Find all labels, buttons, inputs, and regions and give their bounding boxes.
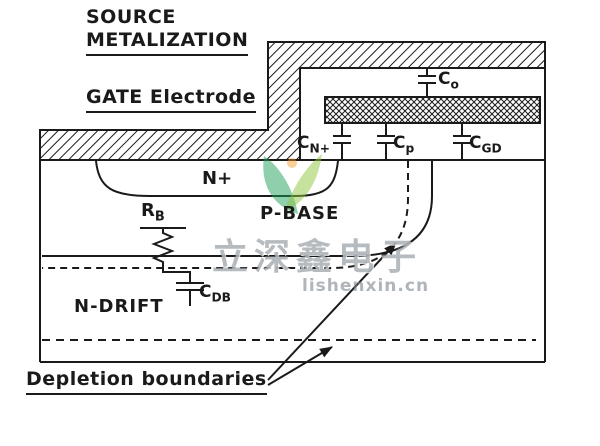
arrow-to-bottom-boundary bbox=[267, 346, 333, 386]
capacitor-cgd-symbol bbox=[453, 123, 471, 161]
cn-plus-label-base: C bbox=[297, 133, 310, 153]
source-label-line2: METALIZATION bbox=[86, 28, 249, 51]
depletion-boundaries-label: Depletion boundaries bbox=[26, 368, 267, 395]
co-label-base: C bbox=[438, 69, 451, 89]
cp-label: Cp bbox=[393, 133, 414, 156]
capacitor-cdb-symbol bbox=[176, 282, 204, 306]
resistor-rb-symbol bbox=[140, 227, 191, 283]
co-label-sub: o bbox=[450, 77, 459, 92]
cn-plus-label: CN+ bbox=[297, 133, 330, 156]
cp-label-sub: p bbox=[405, 141, 415, 156]
watermark-url-text: lishenxin.cn bbox=[302, 276, 430, 296]
co-label: Co bbox=[438, 69, 459, 92]
n-plus-junction-curve bbox=[95, 160, 339, 197]
silicon-body-outline bbox=[39, 68, 546, 363]
rb-label-base: R bbox=[141, 200, 155, 221]
cgd-label-base: C bbox=[469, 133, 482, 153]
cgd-label: CGD bbox=[469, 133, 502, 156]
cdb-label: CDB bbox=[199, 282, 231, 305]
cn-plus-label-sub: N+ bbox=[309, 141, 330, 156]
p-base-junction-curve bbox=[42, 161, 433, 257]
n-drift-region-label: N-DRIFT bbox=[74, 296, 164, 317]
cgd-label-sub: GD bbox=[481, 141, 502, 156]
n-plus-region-label: N+ bbox=[202, 168, 233, 189]
watermark-leaf-logo bbox=[263, 154, 322, 214]
source-label-line1: SOURCE bbox=[86, 6, 176, 28]
capacitor-cn-symbol bbox=[333, 123, 351, 161]
depletion-boundary-curve bbox=[42, 161, 409, 269]
cdb-label-base: C bbox=[199, 282, 212, 302]
resistor-zigzag bbox=[151, 228, 191, 283]
cdb-label-sub: DB bbox=[211, 290, 231, 305]
capacitor-co-symbol bbox=[418, 68, 436, 97]
arrow-to-curve-boundary bbox=[267, 242, 397, 381]
watermark-chinese-text: 立深鑫电子 bbox=[212, 237, 423, 278]
p-base-region-label: P-BASE bbox=[260, 203, 340, 224]
gate-electrode-label: GATE Electrode bbox=[86, 86, 257, 113]
rb-label: RB bbox=[141, 200, 165, 225]
source-metalization-label: SOURCE METALIZATION bbox=[86, 6, 249, 56]
cp-label-base: C bbox=[393, 133, 406, 153]
depletion-arrows bbox=[267, 242, 397, 386]
gate-electrode-region bbox=[324, 96, 541, 124]
rb-label-sub: B bbox=[154, 209, 165, 225]
capacitor-cp-symbol bbox=[377, 123, 395, 161]
